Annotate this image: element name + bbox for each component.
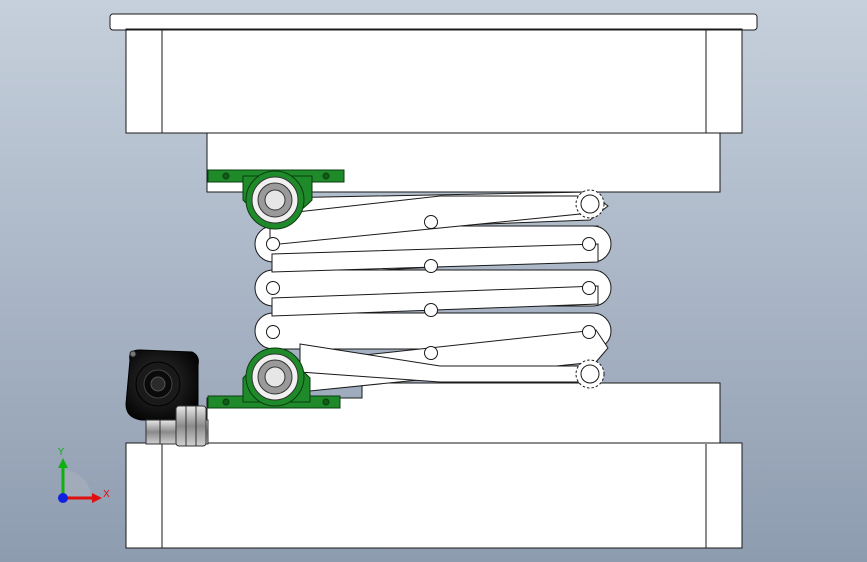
lower-sprocket[interactable] <box>575 359 605 389</box>
y-axis-label: Y <box>57 447 65 458</box>
z-axis-dot <box>58 493 68 503</box>
pin-hole <box>582 237 596 251</box>
pin-hole <box>424 303 438 317</box>
pin-hole <box>582 325 596 339</box>
pin-hole <box>582 281 596 295</box>
link-bar <box>271 285 599 317</box>
lower-bearing[interactable] <box>207 347 341 409</box>
coordinate-triad: Y X <box>57 447 110 503</box>
pin-hole <box>266 325 280 339</box>
top-plate[interactable] <box>109 13 758 134</box>
x-axis-label: X <box>103 489 110 500</box>
pin-hole <box>266 281 280 295</box>
upper-sprocket[interactable] <box>575 189 605 219</box>
pin-hole <box>424 215 438 229</box>
link-stack[interactable] <box>254 191 612 393</box>
bottom-plate[interactable] <box>125 442 743 549</box>
pin-hole <box>424 346 438 360</box>
drive-motor[interactable] <box>125 349 209 447</box>
upper-bearing[interactable] <box>207 169 345 230</box>
pin-hole <box>266 237 280 251</box>
link-bar <box>271 243 599 273</box>
pin-hole <box>424 259 438 273</box>
